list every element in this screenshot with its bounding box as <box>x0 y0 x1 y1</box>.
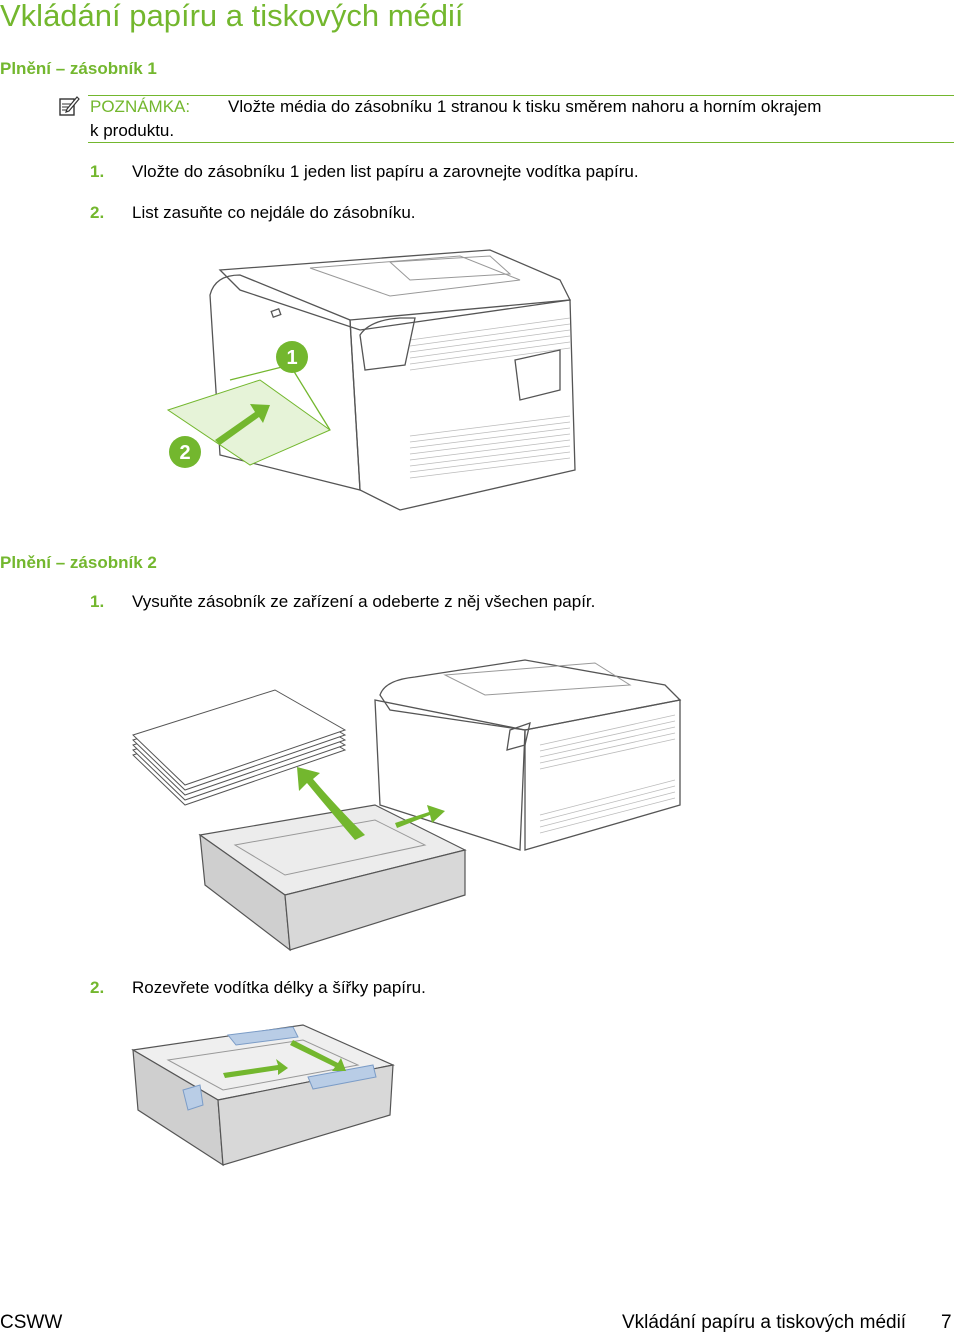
step-text: Rozevřete vodítka délky a šířky papíru. <box>132 978 426 997</box>
note-label: POZNÁMKA: <box>90 97 191 116</box>
step-text: Vysuňte zásobník ze zařízení a odeberte … <box>132 592 596 611</box>
step-number: 1. <box>90 162 105 181</box>
section-heading-tray1: Plnění – zásobník 1 <box>0 59 157 78</box>
footer-left: CSWW <box>0 1312 63 1333</box>
note-text-line1: Vložte média do zásobníku 1 stranou k ti… <box>228 97 822 116</box>
note-top-rule <box>88 95 954 96</box>
step-number: 2. <box>90 203 105 222</box>
printer-illustration: 1 2 <box>166 249 576 511</box>
step-text: Vložte do zásobníku 1 jeden list papíru … <box>132 162 639 181</box>
step-text: List zasuňte co nejdále do zásobníku. <box>132 203 416 222</box>
section-heading-tray2: Plnění – zásobník 2 <box>0 553 157 572</box>
tray-removal-illustration <box>132 659 682 952</box>
callout-1: 1 <box>286 347 297 369</box>
tray-illustration <box>131 1024 395 1167</box>
note-text-line2: k produktu. <box>90 121 175 140</box>
page-number: 7 <box>941 1312 952 1333</box>
note-icon <box>59 96 80 116</box>
page-title: Vkládání papíru a tiskových médií <box>0 0 464 33</box>
footer-title: Vkládání papíru a tiskových médií <box>622 1312 907 1333</box>
callout-2: 2 <box>179 442 190 464</box>
step-number: 1. <box>90 592 105 611</box>
note-bottom-rule <box>88 142 954 143</box>
step-number: 2. <box>90 978 105 997</box>
